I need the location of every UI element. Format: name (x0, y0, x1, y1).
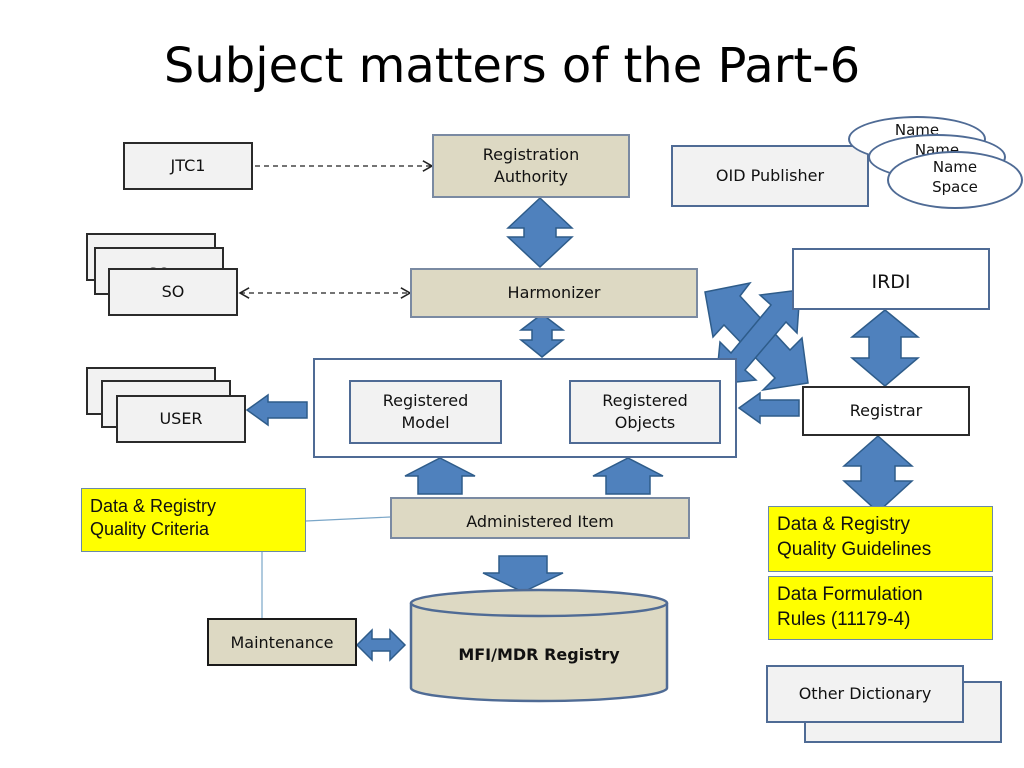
admin-to-model-up-arrow (404, 457, 476, 495)
quality-guidelines-box: Data & Registry Quality Guidelines (768, 506, 993, 572)
other-dictionary-box: Other Dictionary (766, 665, 964, 723)
quality-criteria-box: Data & Registry Quality Criteria (81, 488, 306, 552)
admin-to-registry-down-arrow (482, 555, 564, 593)
registered-objects-box: Registered Objects (569, 380, 721, 444)
so-box: SO (108, 268, 238, 316)
ra-harmonizer-double-arrow (506, 196, 574, 269)
registry-to-user-arrow (245, 393, 308, 427)
irdi-box: IRDI (792, 248, 990, 310)
administered-item-box: Administered Item (390, 497, 690, 539)
data-formulation-rules-box: Data Formulation Rules (11179-4) (768, 576, 993, 640)
harmonizer-box: Harmonizer (410, 268, 698, 318)
registrar-guidelines-double-arrow (842, 434, 914, 514)
registration-authority-box: Registration Authority (432, 134, 630, 198)
criteria-admin-connector (305, 516, 391, 522)
oid-publisher-box: OID Publisher (671, 145, 869, 207)
page-title: Subject matters of the Part-6 (163, 38, 861, 94)
registry-cylinder (409, 588, 669, 703)
jtc1-box: JTC1 (123, 142, 253, 190)
user-box: USER (116, 395, 246, 443)
mfi-mdr-registry-label: MFI/MDR Registry (458, 645, 620, 665)
registered-model-box: Registered Model (349, 380, 502, 444)
registrar-box: Registrar (802, 386, 970, 436)
name-space-label-3: Name Space (932, 158, 978, 197)
name-space-ellipse-front: Name Space (887, 151, 1023, 209)
maintenance-registry-double-arrow (355, 628, 407, 662)
irdi-registrar-double-arrow (849, 309, 921, 387)
maintenance-box: Maintenance (207, 618, 357, 666)
admin-to-objects-up-arrow (592, 457, 664, 495)
registrar-to-objects-arrow (737, 391, 800, 425)
harmonizer-registry-double-arrow (518, 313, 566, 358)
